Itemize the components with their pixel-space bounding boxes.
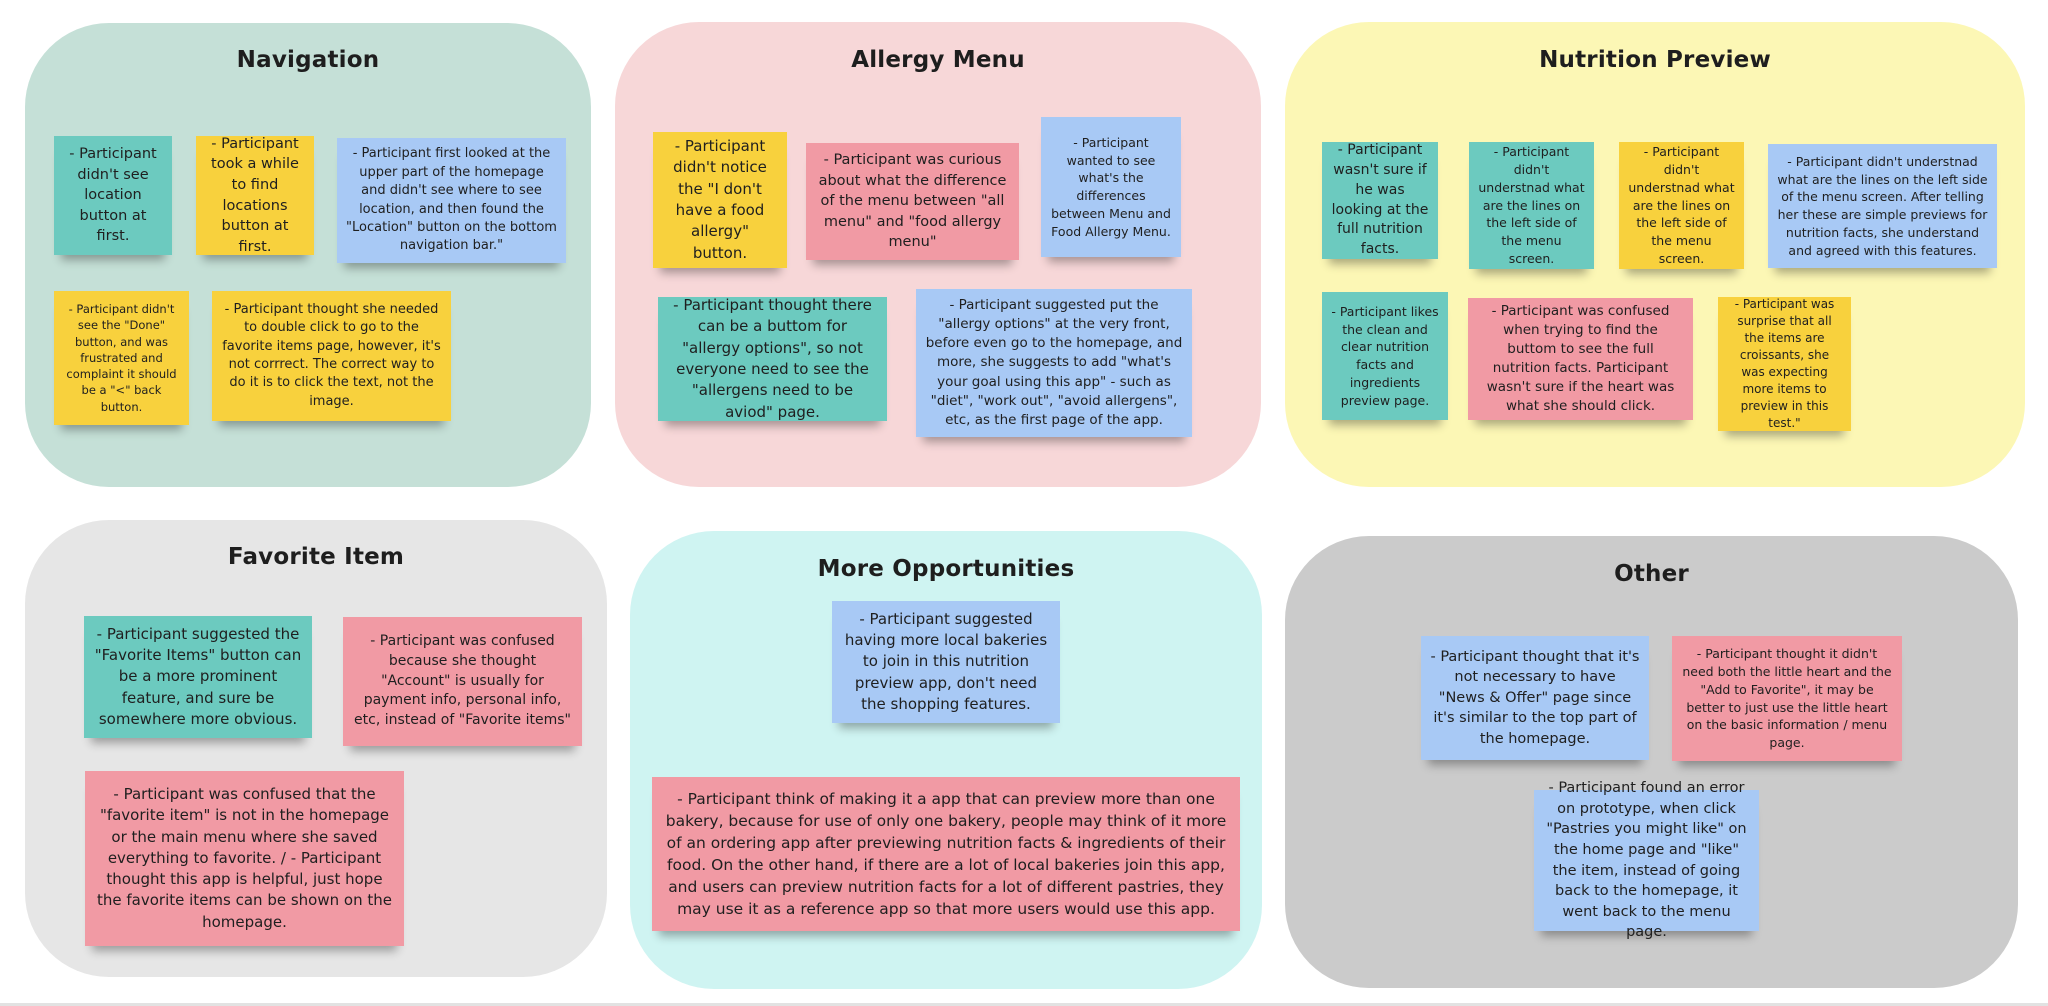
sticky-note[interactable]: - Participant didn't understnad what are…	[1619, 142, 1744, 269]
sticky-note[interactable]: - Participant thought it didn't need bot…	[1672, 636, 1902, 761]
cluster-title: Navigation	[236, 47, 380, 73]
cluster-title: Favorite Item	[227, 544, 405, 570]
sticky-note[interactable]: - Participant wanted to see what's the d…	[1041, 117, 1181, 257]
sticky-note[interactable]: - Participant thought there can be a but…	[658, 296, 887, 421]
sticky-note[interactable]: - Participant suggested put the "allergy…	[916, 289, 1192, 437]
cluster-title: Allergy Menu	[851, 47, 1025, 73]
sticky-note[interactable]: - Participant thought she needed to doub…	[212, 291, 451, 421]
sticky-note[interactable]: - Participant suggested having more loca…	[832, 601, 1060, 723]
sticky-note[interactable]: - Participant didn't see the "Done" butt…	[54, 291, 189, 425]
sticky-note[interactable]: - Participant found an error on prototyp…	[1534, 780, 1759, 940]
sticky-note[interactable]: - Participant first looked at the upper …	[337, 138, 566, 263]
sticky-note[interactable]: - Participant think of making it a app t…	[652, 777, 1240, 931]
sticky-note[interactable]: - Participant thought that it's not nece…	[1421, 636, 1649, 760]
sticky-note[interactable]: - Participant was curious about what the…	[806, 143, 1019, 260]
bottom-divider	[0, 1003, 2048, 1006]
cluster-title: Other	[1614, 561, 1689, 587]
sticky-note[interactable]: - Participant wasn't sure if he was look…	[1322, 142, 1438, 259]
sticky-note[interactable]: - Participant was surprise that all the …	[1718, 297, 1851, 431]
sticky-note[interactable]: - Participant didn't see location button…	[54, 136, 172, 255]
sticky-note[interactable]: - Participant didn't understnad what are…	[1469, 142, 1594, 269]
sticky-note[interactable]: - Participant suggested the "Favorite It…	[84, 616, 312, 738]
sticky-note[interactable]: - Participant was confused when trying t…	[1468, 298, 1693, 420]
cluster-title: Nutrition Preview	[1539, 47, 1771, 73]
sticky-note[interactable]: - Participant didn't notice the "I don't…	[653, 132, 787, 268]
sticky-note[interactable]: - Participant took a while to find locat…	[196, 136, 314, 255]
cluster-title: More Opportunities	[817, 556, 1075, 582]
sticky-note[interactable]: - Participant likes the clean and clear …	[1322, 292, 1448, 420]
sticky-note[interactable]: - Participant didn't understnad what are…	[1768, 144, 1997, 268]
sticky-note[interactable]: - Participant was confused that the "fav…	[85, 771, 404, 946]
sticky-note[interactable]: - Participant was confused because she t…	[343, 617, 582, 746]
